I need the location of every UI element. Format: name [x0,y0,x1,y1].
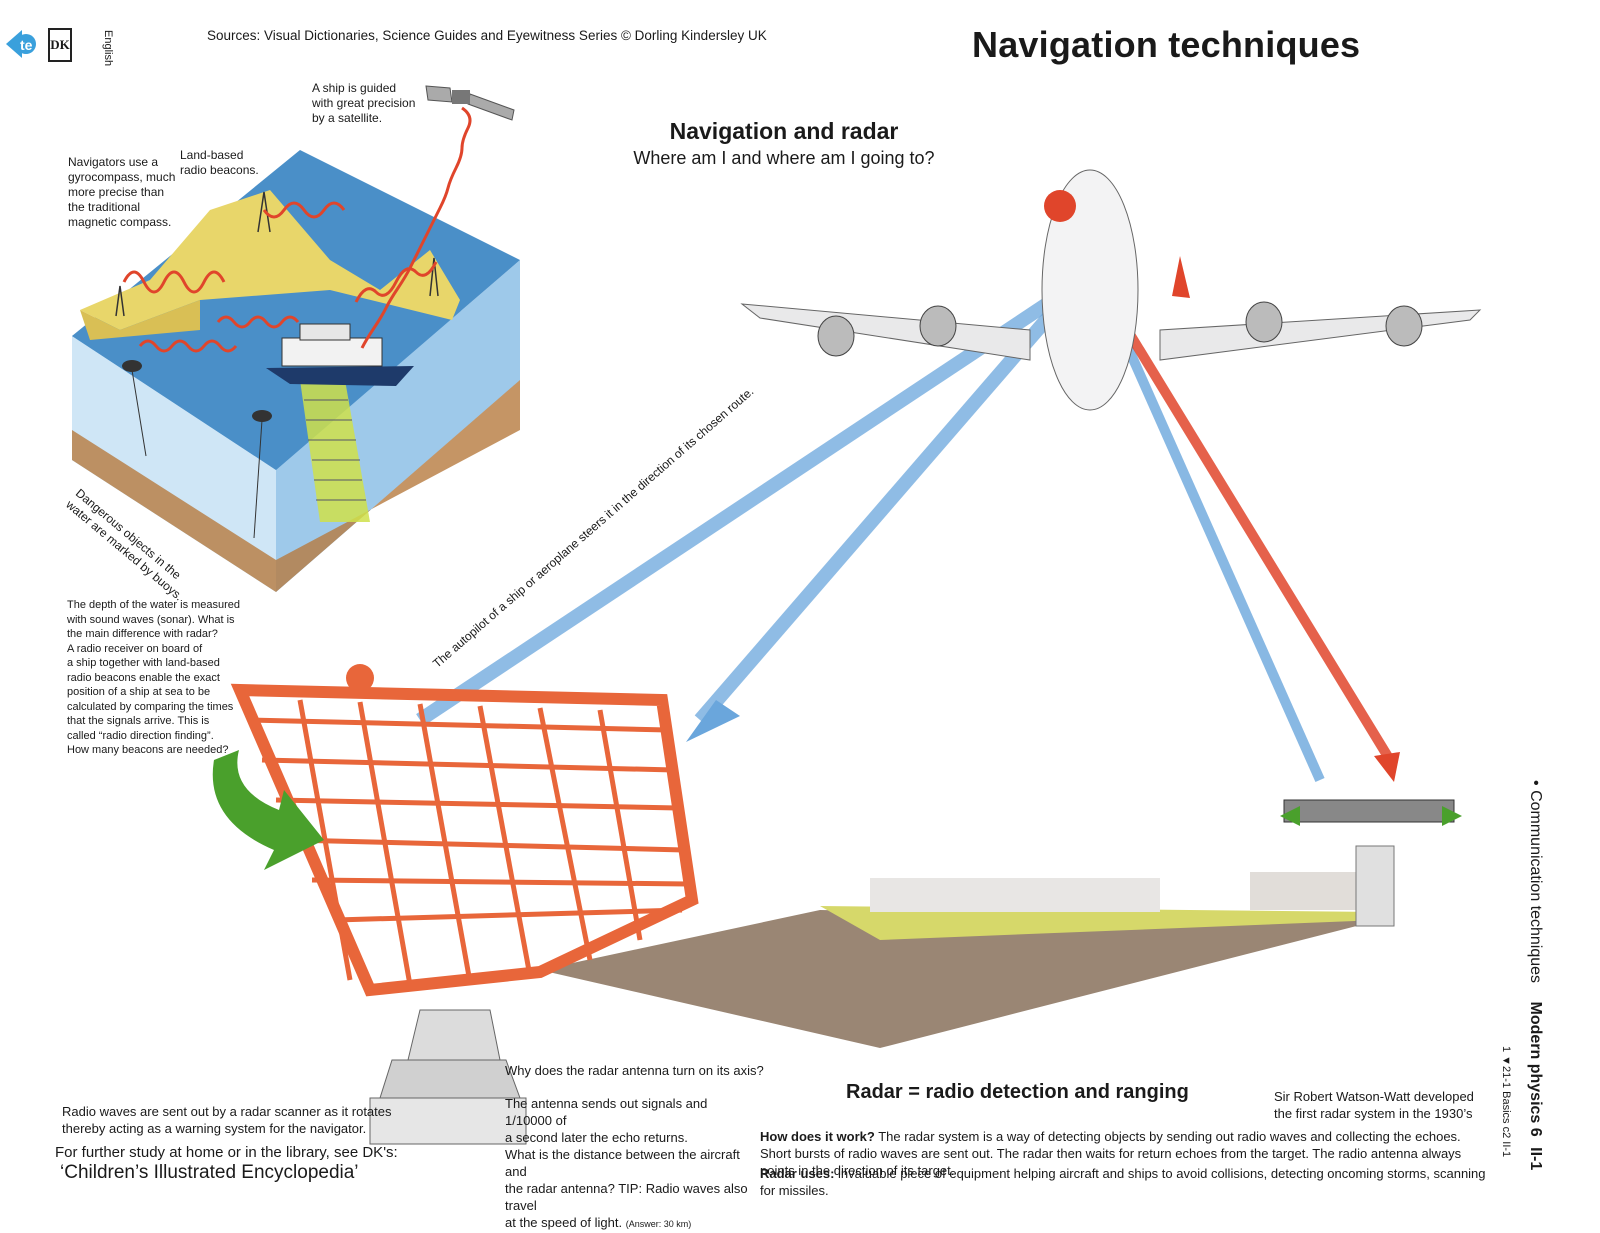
logo-mark: te [6,28,38,60]
radar-how-paragraph: How does it work? The radar system is a … [760,1128,1490,1179]
antenna-body: The antenna sends out signals and 1/1000… [505,1095,755,1233]
logo-icon: te [6,30,36,58]
side-bullet: • [1527,780,1544,786]
radar-scanner-illustration [212,664,699,1145]
book-title: ‘Children’s Illustrated Encyclopedia’ [60,1162,359,1183]
side-topic: Communication techniques [1527,790,1544,984]
section-subheading: Where am I and where am I going to? [633,148,935,168]
radio-waves-ship [122,106,472,353]
dk-logo: DK [48,28,72,62]
radar-uses-label: Radar uses: [760,1166,835,1181]
side-index: 1 ▼21-1 Basics c2 II-1 [1500,1046,1512,1158]
side-strip: • Communication techniques Modern physic… [1526,780,1544,1170]
gyrocompass-caption: Navigators use a gyrocompass, much more … [68,155,176,229]
airport-illustration [540,799,1462,1048]
dk-logo-text: DK [50,37,70,52]
radar-beams [416,284,1400,783]
sea-block-illustration [72,150,520,592]
watson-caption: Sir Robert Watson-Watt developed the fir… [1274,1089,1474,1121]
radar-how-label: How does it work? [760,1129,875,1144]
side-course-code: II-1 [1527,1147,1544,1171]
section-heading: Navigation and radar [669,118,899,144]
side-course: Modern physics 6 [1527,1001,1544,1137]
svg-text:te: te [20,37,33,53]
satellite-caption: A ship is guided with great precision by… [312,81,416,125]
further-study: For further study at home or in the libr… [55,1144,398,1161]
radar-uses-paragraph: Radar uses: invaluable piece of equipmen… [760,1165,1490,1199]
sonar-caption: The depth of the water is measured with … [67,599,241,756]
antenna-body-text: The antenna sends out signals and 1/1000… [505,1096,748,1230]
radar-uses-text: invaluable piece of equipment helping ai… [760,1166,1486,1198]
radar-how-text: The radar system is a way of detecting o… [760,1129,1462,1178]
beacons-caption: Land-based radio beacons. [180,148,259,177]
sources-line: Sources: Visual Dictionaries, Science Gu… [207,28,767,43]
scanner-caption: Radio waves are sent out by a radar scan… [62,1104,392,1136]
radar-heading: Radar = radio detection and ranging [846,1081,1189,1103]
page-title: Navigation techniques [972,24,1361,65]
airplane-illustration [740,169,1482,411]
antenna-question: Why does the radar antenna turn on its a… [505,1063,764,1078]
antenna-answer: (Answer: 30 km) [625,1219,692,1229]
satellite-illustration [425,85,515,121]
